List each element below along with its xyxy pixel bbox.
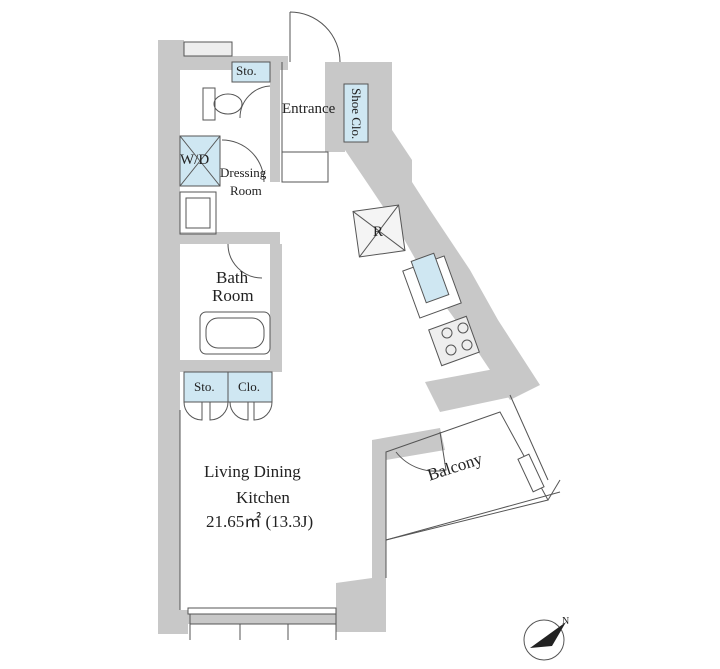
toilet-bowl	[213, 93, 243, 115]
label-closet-mid: Clo.	[238, 379, 261, 394]
storage-mid-box	[183, 371, 229, 403]
label-ldk-line1: Living Dining	[204, 462, 301, 481]
wall-kitchen-bottom	[425, 366, 520, 412]
label-storage-top: Sto.	[236, 63, 257, 78]
toilet-door-arc	[239, 85, 271, 119]
label-ldk-line2: Kitchen	[236, 488, 290, 507]
wall-bottom-right	[336, 578, 386, 632]
wall-balcony-pillar	[372, 440, 386, 578]
balcony-door-arc	[395, 431, 447, 472]
label-dressing-line2: Room	[230, 183, 262, 198]
bath-door-arc	[227, 243, 263, 279]
toilet-tank	[202, 87, 216, 121]
entrance-door-arc	[289, 11, 341, 63]
wall-entrance-right	[325, 62, 345, 152]
label-bath-line1: Bath	[216, 268, 249, 287]
compass-circle	[523, 619, 565, 661]
compass: N	[523, 616, 569, 661]
label-entrance: Entrance	[282, 101, 336, 117]
label-fridge: R	[373, 224, 384, 240]
balcony-rail	[517, 453, 545, 493]
wall-bottom-left-stub	[158, 620, 188, 634]
wall-entrance-left	[270, 70, 280, 182]
label-washer: W/D	[180, 152, 210, 168]
wall-left	[158, 62, 180, 632]
shoe-closet-box	[343, 83, 369, 143]
dressing-door-arc	[221, 139, 265, 183]
label-storage-mid: Sto.	[194, 379, 215, 394]
label-shoe-closet: Shoe Clo.	[348, 88, 364, 140]
wall-bath-storage	[180, 360, 282, 372]
compass-letter: N	[562, 616, 569, 627]
walls	[158, 40, 540, 634]
entrance-floor	[281, 151, 329, 183]
wall-dressing-bath	[180, 232, 280, 244]
wall-diagonal	[345, 62, 540, 400]
kitchen-stove	[428, 315, 480, 367]
bath-tub	[199, 311, 271, 355]
wash-basin	[179, 191, 217, 235]
closet-mid-box	[227, 371, 273, 403]
compass-needle-icon	[530, 622, 566, 648]
fixtures	[179, 11, 561, 640]
label-dressing-line1: Dressing	[220, 165, 267, 180]
wall-bath-right	[270, 244, 282, 364]
label-bath-line2: Room	[212, 286, 254, 305]
top-storage-box	[183, 41, 233, 57]
balcony-outline	[385, 411, 549, 541]
bottom-window	[187, 607, 337, 615]
label-ldk-area: 21.65㎡ (13.3J)	[206, 512, 314, 531]
storage-top-box	[231, 61, 271, 83]
